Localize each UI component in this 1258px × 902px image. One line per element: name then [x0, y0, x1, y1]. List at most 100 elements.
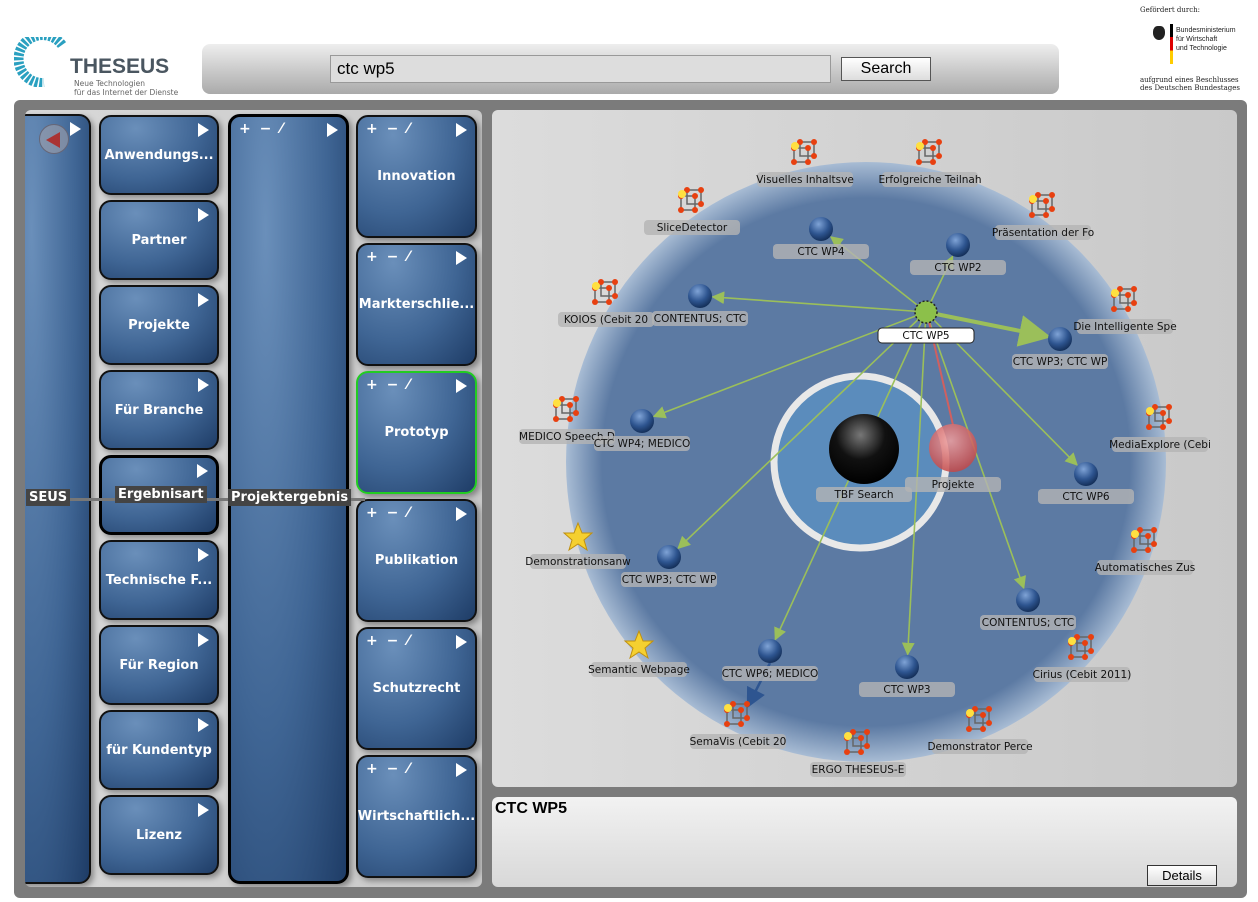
- graph-node-sphere[interactable]: [758, 639, 782, 663]
- category-tile[interactable]: für Kundentyp: [99, 710, 219, 790]
- expand-icon[interactable]: [198, 633, 209, 647]
- node-label: KOIOS (Cebit 20: [558, 312, 654, 327]
- edit-controls[interactable]: + − ⁄: [366, 633, 412, 649]
- node-label-bg: [722, 666, 818, 681]
- expand-icon[interactable]: [198, 123, 209, 137]
- molecule-cube-icon: [1029, 192, 1055, 218]
- path-label-projektergebnis: Projektergebnis: [228, 489, 352, 506]
- graph-node-cube[interactable]: [966, 706, 992, 732]
- node-label-bg: [1012, 354, 1108, 369]
- federal-eagle-icon: [1153, 26, 1165, 40]
- edit-controls[interactable]: + − ⁄: [366, 377, 412, 393]
- expand-icon[interactable]: [70, 122, 81, 136]
- category-tile[interactable]: Für Region: [99, 625, 219, 705]
- graph-node-sphere[interactable]: [1074, 462, 1098, 486]
- expand-icon[interactable]: [456, 635, 467, 649]
- edit-controls[interactable]: + − ⁄: [366, 761, 412, 777]
- result-type-tile[interactable]: + − ⁄Prototyp: [356, 371, 477, 494]
- graph-node-sphere[interactable]: [946, 233, 970, 257]
- node-label-bg: [591, 662, 687, 677]
- back-button[interactable]: [39, 124, 69, 154]
- edit-controls[interactable]: + − ⁄: [366, 505, 412, 521]
- node-label-text: Automatisches Zus: [1095, 562, 1196, 574]
- projekte-node[interactable]: [929, 424, 977, 472]
- graph-node-sphere[interactable]: [895, 655, 919, 679]
- graph-node-cube[interactable]: [724, 701, 750, 727]
- center-label-bg: [877, 327, 975, 344]
- edit-controls[interactable]: + − ⁄: [366, 249, 412, 265]
- result-type-tile[interactable]: + − ⁄Markterschlie...: [356, 243, 477, 366]
- tbf-search-node[interactable]: [829, 414, 899, 484]
- graph-node-cube[interactable]: [553, 396, 579, 422]
- star-icon: [623, 629, 655, 660]
- search-button[interactable]: Search: [841, 57, 931, 81]
- expand-icon[interactable]: [198, 803, 209, 817]
- edit-controls[interactable]: + − ⁄: [366, 121, 412, 137]
- expand-icon[interactable]: [456, 123, 467, 137]
- result-type-tile[interactable]: + − ⁄Publikation: [356, 499, 477, 622]
- category-tile[interactable]: Anwendungs...: [99, 115, 219, 195]
- node-label-text: SemaVis (Cebit 20: [690, 736, 787, 748]
- category-tile[interactable]: Für Branche: [99, 370, 219, 450]
- expand-icon[interactable]: [198, 718, 209, 732]
- result-type-tile[interactable]: + − ⁄Innovation: [356, 115, 477, 238]
- expand-icon[interactable]: [456, 763, 467, 777]
- graph-node-sphere[interactable]: [630, 409, 654, 433]
- expand-icon[interactable]: [198, 293, 209, 307]
- node-label-text: Präsentation der Fo: [992, 227, 1094, 239]
- graph-node-cube[interactable]: [1111, 286, 1137, 312]
- search-input[interactable]: [330, 55, 831, 83]
- graph-node-cube[interactable]: [678, 187, 704, 213]
- expand-icon[interactable]: [198, 548, 209, 562]
- node-label: CTC WP4; MEDICO: [594, 436, 690, 451]
- result-type-tile[interactable]: + − ⁄Schutzrecht: [356, 627, 477, 750]
- selected-node[interactable]: [914, 300, 938, 324]
- category-tile[interactable]: Technische F...: [99, 540, 219, 620]
- result-type-tile[interactable]: + − ⁄ Wirtschaftlich...: [356, 755, 477, 878]
- graph-node-cube[interactable]: [592, 279, 618, 305]
- edit-controls[interactable]: + − ⁄: [239, 121, 285, 137]
- category-tile[interactable]: Partner: [99, 200, 219, 280]
- graph-node-sphere[interactable]: [1016, 588, 1040, 612]
- category-tile[interactable]: Lizenz: [99, 795, 219, 875]
- graph-node-cube[interactable]: [1068, 634, 1094, 660]
- expand-icon[interactable]: [456, 251, 467, 265]
- graph-node-sphere[interactable]: [688, 284, 712, 308]
- core-label: TBF Search: [816, 487, 912, 502]
- graph-node-cube[interactable]: [1146, 404, 1172, 430]
- graph-node-cube[interactable]: [916, 139, 942, 165]
- category-tile[interactable]: Projekte: [99, 285, 219, 365]
- category-label: für Kundentyp: [106, 742, 212, 758]
- graph-node-star[interactable]: [562, 521, 594, 552]
- expand-icon[interactable]: [327, 123, 338, 137]
- graph-node-cube[interactable]: [1131, 527, 1157, 553]
- result-type-label: Wirtschaftlich...: [357, 809, 476, 824]
- graph-node-sphere[interactable]: [1048, 327, 1072, 351]
- graph-edge: [677, 311, 927, 550]
- molecule-cube-icon: [1068, 634, 1094, 660]
- node-label-text: CONTENTUS; CTC: [982, 617, 1074, 629]
- node-label: Die Intelligente Spe: [1073, 319, 1177, 334]
- expand-icon[interactable]: [198, 208, 209, 222]
- node-label: CTC WP3; CTC WP: [621, 572, 717, 587]
- graph-node-sphere[interactable]: [809, 217, 833, 241]
- graph-node-cube[interactable]: [844, 729, 870, 755]
- details-title: CTC WP5: [495, 800, 567, 817]
- funding-note-2: des Deutschen Bundestages: [1140, 84, 1240, 92]
- details-button[interactable]: Details: [1147, 865, 1217, 886]
- graph-node-cube[interactable]: [1029, 192, 1055, 218]
- expand-icon[interactable]: [456, 507, 467, 521]
- star-icon: [562, 521, 594, 552]
- graph-node-sphere[interactable]: [657, 545, 681, 569]
- graph-node-star[interactable]: [623, 629, 655, 660]
- sphere-icon: [1074, 462, 1098, 486]
- graph-node-cube[interactable]: [791, 139, 817, 165]
- category-label: Für Region: [119, 657, 199, 673]
- node-label-text: CTC WP2: [934, 262, 981, 274]
- expand-icon[interactable]: [456, 379, 467, 393]
- sphere-icon: [946, 233, 970, 257]
- expand-icon[interactable]: [198, 378, 209, 392]
- expand-icon[interactable]: [197, 464, 208, 478]
